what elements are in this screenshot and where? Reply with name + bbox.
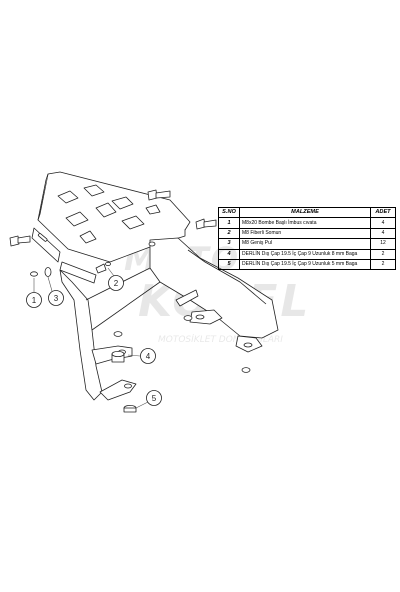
row-qty: 12 (370, 238, 396, 250)
header-material: MALZEME (239, 206, 371, 219)
table-row: 5 DERLİN Dış Çap 19.5 İç Çap 9 Uzunluk 5… (218, 258, 396, 271)
row-material: DERLİN Dış Çap 19.5 İç Çap 9 Uzunluk 5 m… (239, 258, 371, 271)
rack-top-plate (37, 171, 191, 263)
table-row: 3 M8 Geniş Pul 12 (218, 238, 396, 250)
callout-5: 5 (152, 394, 157, 403)
row-no: 3 (218, 238, 240, 250)
row-material: M8 Fiberli Somun (239, 227, 371, 240)
row-material: DERLİN Dış Çap 19.5 İç Çap 9 Uzunluk 8 m… (239, 248, 371, 260)
washer-hardware (30, 241, 251, 413)
rack-side-rails (31, 227, 97, 284)
callout-2: 2 (114, 279, 119, 288)
row-qty: 4 (370, 227, 396, 240)
row-no: 2 (218, 227, 240, 240)
row-no: 4 (218, 248, 240, 260)
bolt-hardware (9, 189, 217, 274)
row-material: M8 Geniş Pul (239, 238, 371, 250)
table-row: 2 M8 Fiberli Somun 4 (218, 227, 396, 240)
callout-leaders (33, 267, 149, 409)
row-no: 5 (218, 258, 240, 271)
row-no: 1 (218, 217, 240, 229)
callout-1: 1 (32, 296, 37, 305)
table-row: 1 M8x20 Bombe Başlı İmbus cıvata 4 (218, 217, 396, 229)
row-qty: 4 (370, 217, 396, 229)
row-qty: 2 (370, 258, 396, 271)
header-qty: ADET (370, 206, 396, 219)
table-row: 4 DERLİN Dış Çap 19.5 İç Çap 9 Uzunluk 8… (218, 248, 396, 260)
row-qty: 2 (370, 248, 396, 260)
callout-3: 3 (54, 294, 59, 303)
callout-4: 4 (146, 352, 151, 361)
parts-list-table: S.NO MALZEME ADET 1 M8x20 Bombe Başlı İm… (218, 206, 396, 271)
row-material: M8x20 Bombe Başlı İmbus cıvata (239, 217, 371, 229)
callout-circles (26, 275, 162, 406)
watermark-line-3: MOTOSİKLET DONANIMLARI (158, 335, 283, 345)
mounting-bracket (59, 237, 279, 401)
parts-table-header: S.NO MALZEME ADET (218, 206, 396, 219)
header-no: S.NO (218, 206, 240, 219)
